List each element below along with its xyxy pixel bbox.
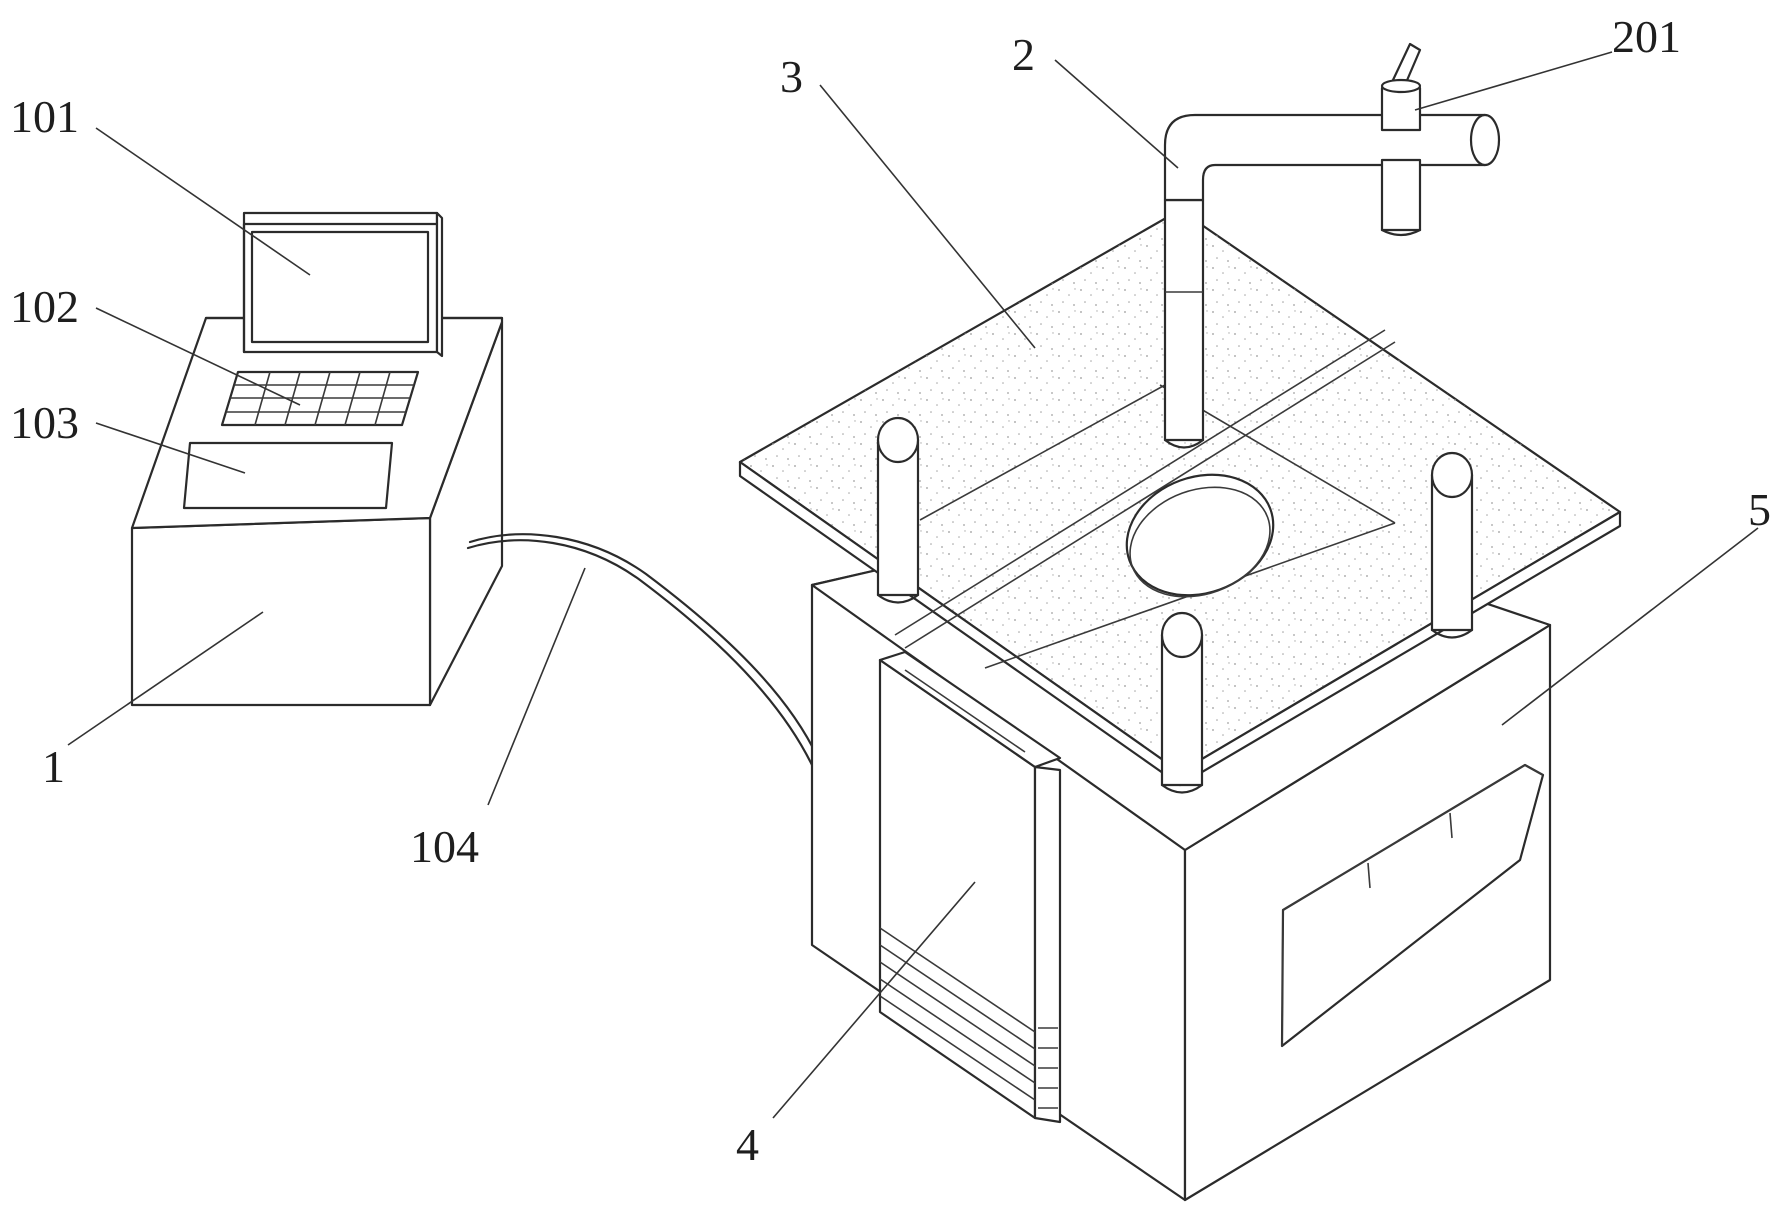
side-box-panel (878, 650, 1062, 1124)
label-4: 4 (736, 1119, 759, 1170)
display-panel (182, 441, 394, 510)
label-5: 5 (1748, 484, 1771, 535)
post-right (1430, 451, 1474, 639)
reference-labels: 101 102 103 1 104 3 2 201 5 4 (10, 11, 1771, 1170)
keyboard (220, 370, 420, 427)
label-201: 201 (1612, 11, 1681, 62)
label-3: 3 (780, 51, 803, 102)
label-104: 104 (410, 821, 479, 872)
label-1: 1 (42, 741, 65, 792)
monitor (242, 211, 444, 358)
work-plate (738, 208, 1622, 787)
post-left (876, 416, 920, 604)
label-2: 2 (1012, 29, 1035, 80)
label-103: 103 (10, 397, 79, 448)
label-101: 101 (10, 91, 79, 142)
nozzle-tip (1391, 42, 1422, 87)
arm (1163, 42, 1501, 449)
storage-pocket (1280, 763, 1545, 1048)
label-102: 102 (10, 281, 79, 332)
controller-unit (130, 211, 820, 767)
post-front (1160, 611, 1204, 794)
leader-lines (67, 51, 1759, 1119)
cable (466, 539, 814, 767)
